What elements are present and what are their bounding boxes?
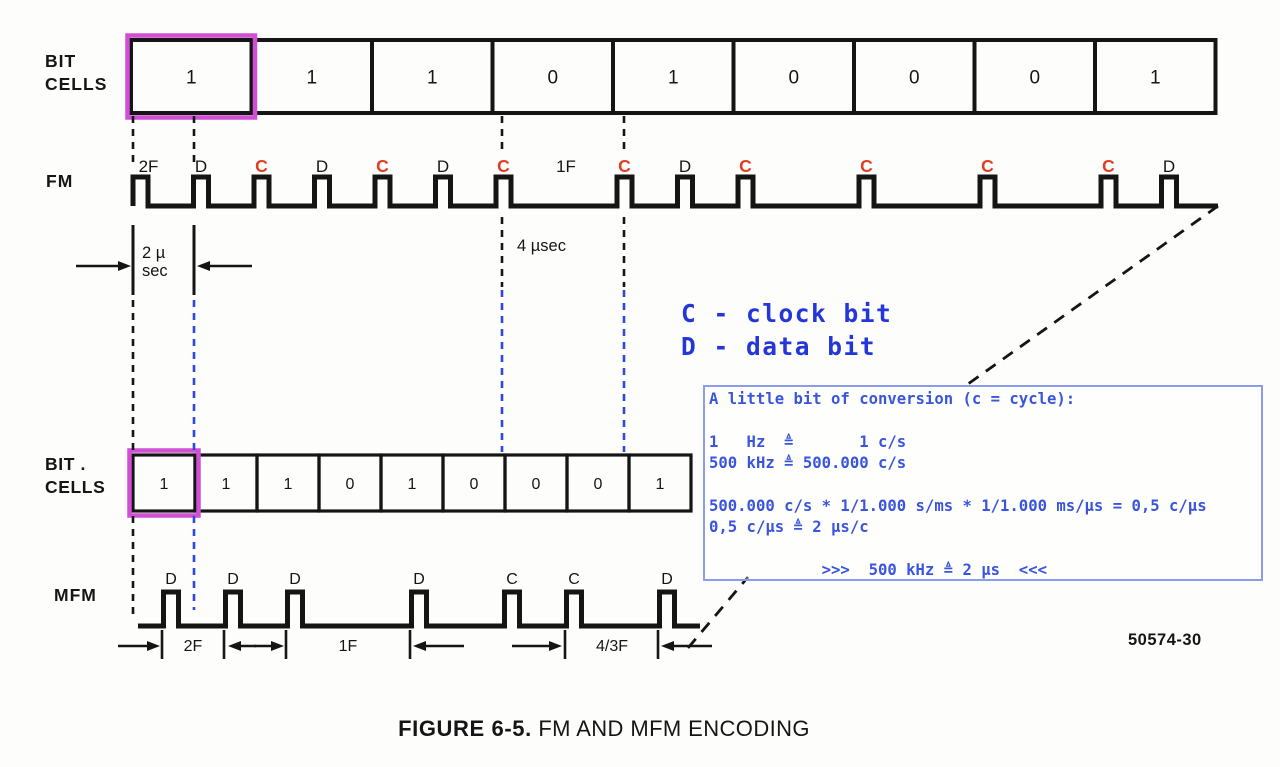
callout-dashed-line [686,576,750,649]
fm-clock-label: C [376,156,389,176]
caption-number: FIGURE 6-5. [398,716,532,741]
arrow-head [549,641,562,651]
bottom-highlight-box [127,448,201,518]
bottom-bit-value: 1 [222,476,231,493]
fm-data-label: D [679,157,691,176]
top-bit-value: 1 [306,67,317,88]
bottom-bit-value: 0 [346,476,355,493]
fm-first-clock-label: 2F [139,157,159,176]
mfm-data-label: D [289,571,301,588]
fm-clock-label: C [739,156,752,176]
legend-line: D - data bit [681,332,877,361]
fm-label: FM [46,171,74,191]
top-bit-value: 0 [1029,67,1040,88]
fm-clock-label: C [860,156,873,176]
arrow-head [147,641,160,651]
callout-dashed-line [967,204,1219,386]
half-cell-duration-label: 2 µ sec [142,244,168,280]
top-cell [1093,38,1218,115]
top-bit-value: 1 [668,67,679,88]
mfm-waveform [138,589,700,629]
mfm-clock-label: C [506,571,518,588]
mfm-measure-label: 1F [339,638,358,655]
bottom-cell [627,453,693,513]
mfm-measure-label: 4/3F [596,638,628,655]
legend-line: C - clock bit [681,299,893,328]
top-bit-value: 1 [186,67,197,88]
arrow-head [118,261,131,271]
mfm-data-label: D [661,571,673,588]
top-bit-value: 1 [1150,67,1161,88]
fm-data-label: D [195,157,207,176]
conversion-note-text: A little bit of conversion (c = cycle): … [709,390,1207,580]
bottom-bit-value: 1 [284,476,293,493]
fm-data-label: D [437,157,449,176]
bit-cells-top-label: BIT CELLS [45,51,108,94]
arrow-head [228,641,241,651]
mfm-data-label: D [227,571,239,588]
fm-data-label: D [1163,157,1175,176]
top-bit-value: 0 [788,67,799,88]
arrow-head [197,261,210,271]
bit-cells-bottom-label: BIT . CELLS [45,454,106,497]
caption-title: FM AND MFM ENCODING [531,716,810,741]
mfm-clock-label: C [568,571,580,588]
bottom-bit-value: 1 [408,476,417,493]
fm-clock-label: C [1102,156,1115,176]
fm-clock-label: C [255,156,268,176]
arrow-head [661,641,674,651]
arrow-head [413,641,426,651]
mfm-data-label: D [165,571,177,588]
bottom-bit-value: 1 [160,476,169,493]
bottom-bit-value: 1 [656,476,665,493]
fm-clock-label: C [981,156,994,176]
legend: C - clock bit D - data bit [681,297,892,363]
fm-clock-label: C [497,156,510,176]
top-bit-value: 0 [909,67,920,88]
fm-data-label: D [316,157,328,176]
top-bit-value: 0 [547,67,558,88]
mfm-data-label: D [413,571,425,588]
fm-gap-label: 1F [556,157,576,176]
top-highlight-box [125,33,258,120]
bottom-bit-value: 0 [532,476,541,493]
bottom-bit-value: 0 [470,476,479,493]
conversion-note-box: A little bit of conversion (c = cycle): … [703,385,1263,581]
part-number: 50574-30 [1128,631,1202,649]
bottom-bit-value: 0 [594,476,603,493]
mfm-measure-label: 2F [184,638,203,655]
full-cell-duration-label: 4 µsec [517,237,566,255]
fm-waveform [130,174,1218,209]
mfm-label: MFM [54,585,97,605]
arrow-head [271,641,284,651]
figure-caption: FIGURE 6-5. FM AND MFM ENCODING [0,716,1208,742]
top-bit-value: 1 [427,67,438,88]
fm-clock-label: C [618,156,631,176]
